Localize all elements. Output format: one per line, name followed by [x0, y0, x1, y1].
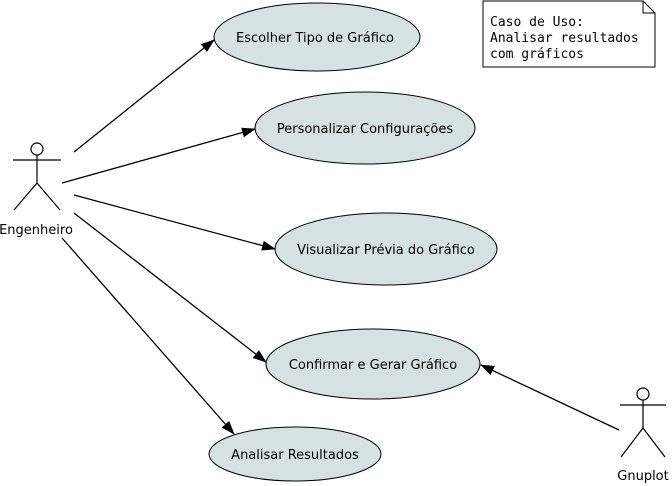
stick-figure-icon	[13, 142, 61, 211]
association-gnuplot-confirmar	[480, 364, 620, 431]
use-case-ellipse	[213, 2, 421, 72]
association-engenheiro-visualizar	[73, 194, 276, 251]
stick-figure-icon	[620, 387, 666, 458]
note: Caso de Uso: Analisar resultados com grá…	[482, 0, 656, 68]
association-engenheiro-escolher	[73, 39, 215, 153]
actor-gnuplot[interactable]: Gnuplot	[617, 387, 669, 484]
use-case-label: Visualizar Prévia do Gráfico	[297, 243, 475, 258]
use-case-ellipse	[274, 212, 498, 286]
actor-engenheiro[interactable]: Engenheiro	[0, 142, 73, 238]
use-case-escolher[interactable]: Escolher Tipo de Gráfico	[213, 2, 421, 72]
note-line: Caso de Uso:	[490, 15, 584, 30]
use-case-label: Analisar Resultados	[231, 448, 359, 463]
use-case-analisar[interactable]: Analisar Resultados	[208, 426, 382, 482]
actor-label: Engenheiro	[0, 223, 73, 238]
use-case-personalizar[interactable]: Personalizar Configurações	[254, 91, 476, 165]
use-case-ellipse	[254, 91, 476, 165]
use-case-ellipse	[265, 328, 481, 400]
use-case-confirmar[interactable]: Confirmar e Gerar Gráfico	[265, 328, 481, 400]
note-line: Analisar resultados	[490, 31, 639, 46]
association-engenheiro-analisar	[61, 237, 235, 435]
note-line: com gráficos	[490, 47, 584, 62]
association-engenheiro-confirmar	[73, 212, 267, 363]
use-case-ellipse	[208, 426, 382, 482]
use-case-label: Personalizar Configurações	[277, 122, 454, 137]
use-case-label: Escolher Tipo de Gráfico	[236, 31, 394, 46]
note-box	[482, 0, 656, 68]
association-engenheiro-personalizar	[61, 127, 256, 184]
actor-label: Gnuplot	[617, 469, 668, 484]
use-case-label: Confirmar e Gerar Gráfico	[289, 358, 457, 373]
use-case-visualizar[interactable]: Visualizar Prévia do Gráfico	[274, 212, 498, 286]
note-fold	[642, 1, 655, 14]
associations	[61, 39, 620, 435]
